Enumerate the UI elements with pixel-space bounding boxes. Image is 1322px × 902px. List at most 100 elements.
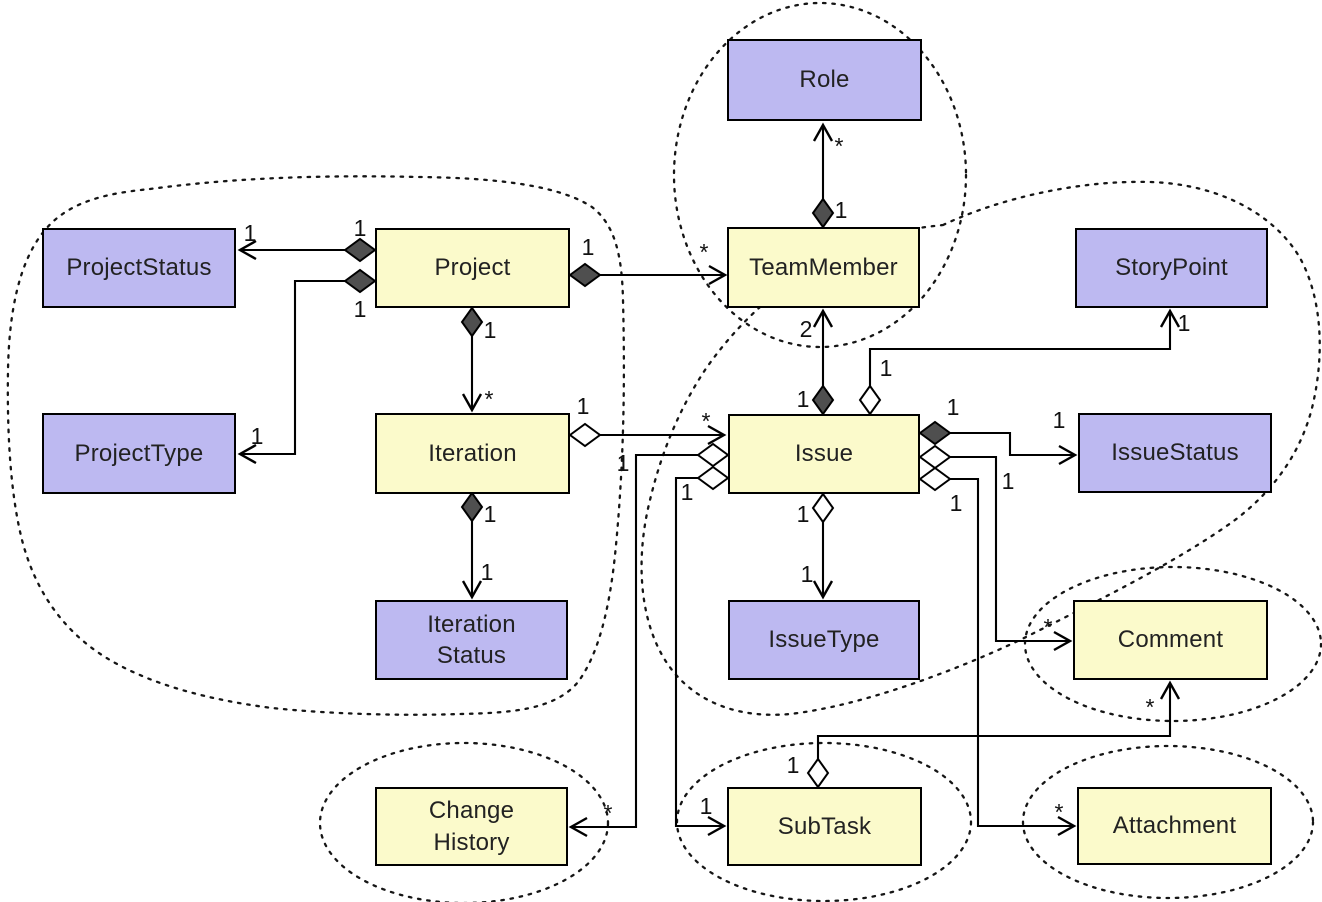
filled-diamond-icon-teammember-role (811, 197, 835, 229)
multiplicity-label: 1 (801, 561, 814, 587)
node-label: Issue (794, 440, 854, 468)
node-label: IssueStatus (1111, 439, 1239, 467)
multiplicity-label: 1 (700, 793, 713, 819)
open-diamond-icon-iteration-issue (568, 422, 602, 448)
multiplicity-label: 1 (835, 197, 848, 223)
group-outline-issue-cluster (640, 180, 1321, 716)
node-label: Status (436, 642, 507, 669)
edge-issue-changehistory (571, 453, 698, 829)
node-label: Attachment (1112, 812, 1237, 840)
group-outline-change-history-group (318, 741, 610, 902)
multiplicity-label: 2 (800, 316, 813, 342)
arrowhead-icon-project-projectstatus (237, 239, 257, 261)
node-label: TeamMember (749, 253, 898, 281)
multiplicity-label: 1 (1002, 468, 1015, 494)
node-label: Comment (1117, 626, 1224, 654)
multiplicity-label: 1 (797, 386, 810, 412)
arrowhead-icon-issue-attachment (1057, 815, 1077, 837)
node-issue-type[interactable]: IssueType (728, 600, 920, 680)
group-outline-comment-group (1023, 565, 1322, 723)
node-team-member[interactable]: TeamMember (727, 227, 920, 308)
node-label: ProjectStatus (66, 254, 212, 282)
multiplicity-label: 1 (251, 423, 264, 449)
node-label: ProjectType (74, 439, 204, 467)
open-diamond-icon-subtask-comment (806, 757, 830, 789)
edge-project-projecttype (240, 279, 345, 456)
multiplicity-label: * (1044, 614, 1053, 640)
arrowhead-icon-issue-issuestatus (1058, 444, 1078, 466)
multiplicity-label: 1 (787, 752, 800, 778)
edge-issue-storypoint (868, 311, 1172, 386)
multiplicity-label: 1 (1178, 310, 1191, 336)
multiplicity-label: 1 (947, 394, 960, 420)
multiplicity-label: 1 (484, 317, 497, 343)
arrowhead-icon-iteration-issue (707, 424, 727, 446)
node-sub-task[interactable]: SubTask (727, 787, 922, 866)
multiplicity-label: 1 (681, 479, 694, 505)
node-issue-status[interactable]: IssueStatus (1078, 413, 1272, 493)
multiplicity-label: 1 (1053, 407, 1066, 433)
node-comment[interactable]: Comment (1073, 600, 1268, 680)
open-diamond-icon-issue-changehistory (696, 442, 730, 468)
filled-diamond-icon-iteration-iterationstatus (460, 491, 484, 523)
edge-issue-attachment (950, 477, 1074, 828)
multiplicity-label: 1 (880, 355, 893, 381)
arrowhead-icon-issue-comment (1053, 630, 1073, 652)
arrowhead-icon-project-iteration (461, 393, 483, 413)
open-diamond-icon-issue-subtask (696, 465, 730, 491)
group-outline-role-teammember (672, 1, 968, 349)
multiplicity-label: 1 (484, 501, 497, 527)
arrowhead-icon-issue-changehistory (568, 816, 588, 838)
multiplicity-label: * (1146, 694, 1155, 720)
node-label: History (433, 828, 510, 856)
multiplicity-label: 1 (481, 559, 494, 585)
node-label: Iteration (428, 439, 517, 467)
arrowhead-icon-issue-subtask (707, 815, 727, 837)
open-diamond-icon-issue-attachment (918, 466, 952, 492)
multiplicity-label: 1 (950, 490, 963, 516)
filled-diamond-icon-project-projectstatus (343, 237, 377, 263)
arrowhead-icon-issue-teammember (812, 308, 834, 328)
node-label: IssueType (768, 626, 880, 654)
filled-diamond-icon-project-teammember (568, 262, 602, 288)
edge-issue-comment (950, 455, 1070, 643)
node-label: Change (428, 797, 515, 825)
arrowhead-icon-issue-storypoint (1159, 308, 1181, 328)
group-outline-project-cluster (6, 175, 626, 716)
arrowhead-icon-project-teammember (708, 264, 728, 286)
edge-subtask-comment (816, 683, 1172, 759)
edge-issue-subtask (674, 476, 724, 828)
multiplicity-label: * (1055, 799, 1064, 825)
node-project-status[interactable]: ProjectStatus (42, 228, 236, 308)
multiplicity-label: 1 (354, 215, 367, 241)
edge-issue-issuestatus (950, 431, 1075, 457)
group-outline-attachment-group (1021, 744, 1315, 900)
filled-diamond-icon-issue-teammember (811, 384, 835, 416)
node-label: SubTask (777, 812, 872, 840)
node-role[interactable]: Role (727, 39, 922, 121)
filled-diamond-icon-project-iteration (460, 306, 484, 338)
node-story-point[interactable]: StoryPoint (1075, 228, 1268, 308)
node-label: Project (434, 254, 511, 282)
node-iteration[interactable]: Iteration (375, 413, 570, 494)
multiplicity-label: * (835, 133, 844, 159)
multiplicity-label: 1 (244, 220, 257, 246)
node-issue[interactable]: Issue (728, 414, 920, 494)
multiplicity-label: 1 (582, 234, 595, 260)
open-diamond-icon-issue-comment (918, 444, 952, 470)
arrowhead-icon-iteration-iterationstatus (461, 580, 483, 600)
filled-diamond-icon-issue-issuestatus (918, 420, 952, 446)
multiplicity-label: * (702, 408, 711, 434)
multiplicity-label: * (604, 800, 613, 826)
arrowhead-icon-subtask-comment (1159, 680, 1181, 700)
node-project[interactable]: Project (375, 228, 570, 308)
node-attachment[interactable]: Attachment (1077, 787, 1272, 865)
multiplicity-label: * (485, 386, 494, 412)
node-project-type[interactable]: ProjectType (42, 413, 236, 494)
multiplicity-label: * (700, 239, 709, 265)
node-label: Role (799, 66, 850, 94)
multiplicity-label: 1 (617, 450, 630, 476)
